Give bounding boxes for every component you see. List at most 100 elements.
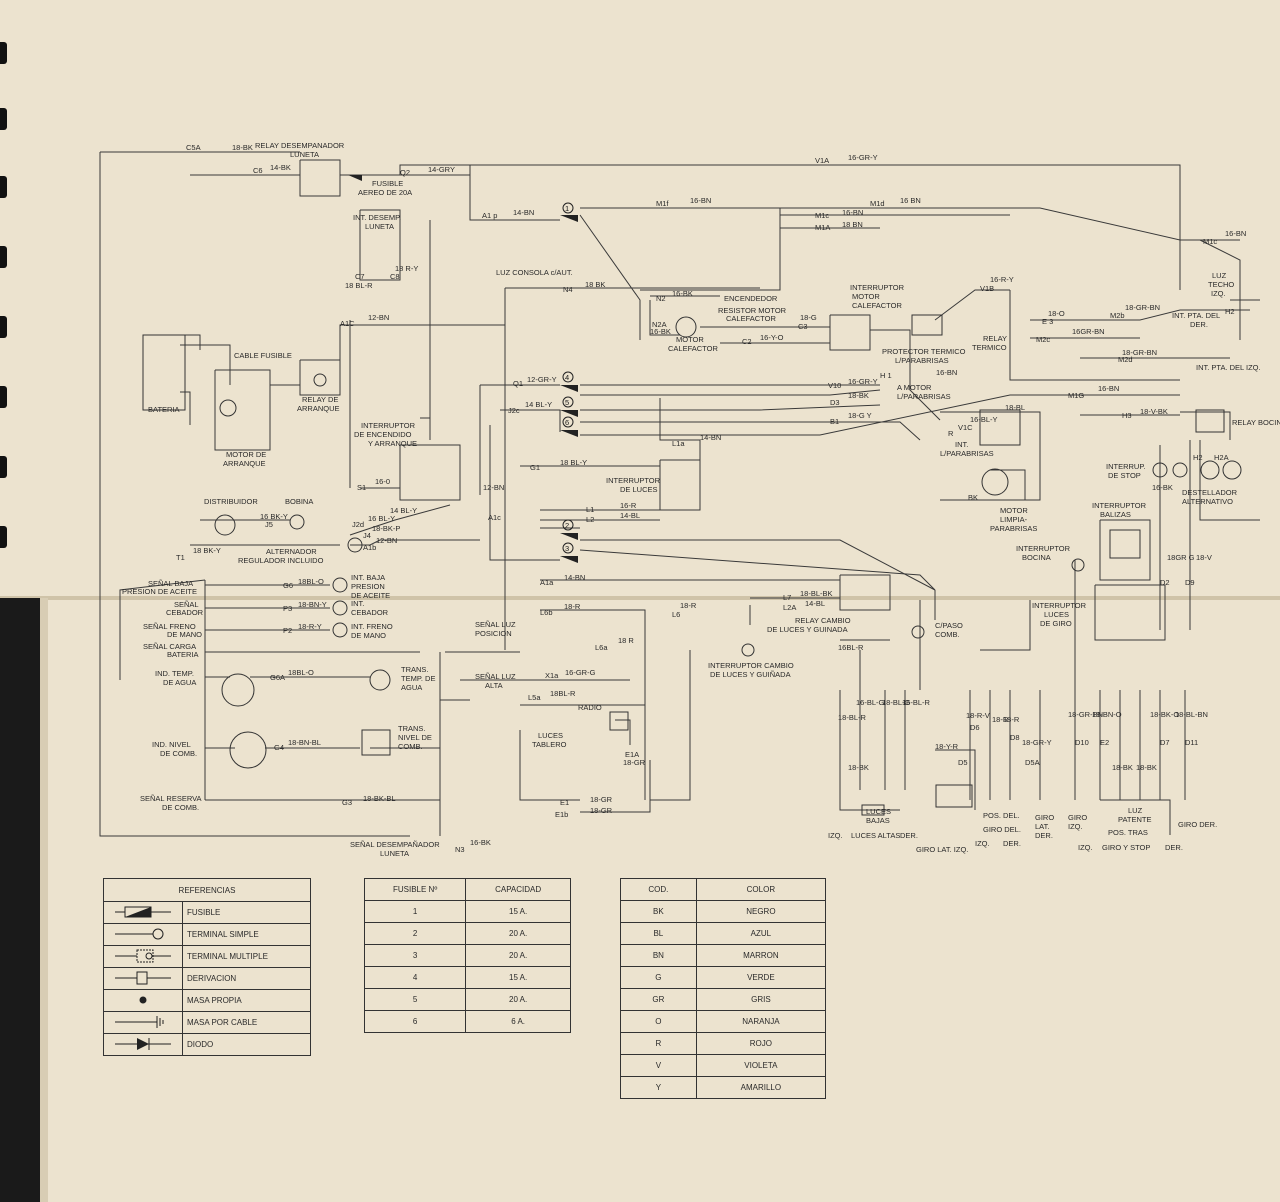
wire-label: N3 [455, 845, 465, 854]
wire-label: 18 R-Y [395, 264, 418, 273]
wire-label: L2 [586, 515, 594, 524]
wire-label: 14-BN [513, 208, 534, 217]
wire-label: 18-Y-R [935, 742, 959, 751]
component-label: RELAY [983, 334, 1007, 343]
component-label: C/PASO [935, 621, 963, 630]
wire-labels: C5A 18-BK C6 14-BK Q2 14-GRY V1A 16-GR-Y… [176, 143, 1246, 854]
component-label: BOCINA [1022, 553, 1051, 562]
component-label: TRANS. [401, 665, 429, 674]
wires [99, 151, 1260, 837]
wire-label: 18-V-BK [1140, 407, 1168, 416]
component-label: LIMPIA- [1000, 515, 1028, 524]
reference-label: MASA PROPIA [182, 989, 311, 1012]
wire-label: N4 [563, 285, 573, 294]
horn-icon [1222, 460, 1242, 480]
wire-label: 18 R [618, 636, 634, 645]
wire-label: 18-G [800, 313, 817, 322]
component-label: ARRANQUE [297, 404, 340, 413]
scan-background-strip [0, 598, 40, 1202]
wire-label: Q1 [513, 379, 523, 388]
component-label: TEMP. DE [401, 674, 435, 683]
component-label: BOBINA [285, 497, 313, 506]
component-label: INTERRUPTOR [850, 283, 905, 292]
component-label: COMB. [935, 630, 960, 639]
wire-label: D8 [1010, 733, 1020, 742]
component-label: PATENTE [1118, 815, 1151, 824]
reference-label: DIODO [182, 1033, 311, 1056]
wire-label: E 3 [1042, 317, 1053, 326]
fuse-number-cell: 3 [363, 944, 467, 967]
binder-hole [0, 42, 7, 64]
fuse-number: 1 [565, 204, 569, 213]
component-label: BAJAS [866, 816, 890, 825]
component-label: CALEFACTOR [852, 301, 902, 310]
wire-label: M2c [1036, 335, 1050, 344]
wire-label: 12-BN [376, 536, 397, 545]
binder-hole [0, 108, 7, 130]
wire-label: V1B [980, 284, 994, 293]
reference-label: TERMINAL SIMPLE [182, 923, 311, 946]
horn-relay-icon [1195, 409, 1225, 433]
component-label: GIRO LAT. IZQ. [916, 845, 968, 854]
wire-label: 18-R [992, 715, 1009, 724]
wire-label: M2d [1118, 355, 1133, 364]
binder-hole [0, 176, 7, 198]
component-label: SEÑAL BAJA [148, 579, 193, 588]
wire-label: 18BL-R [550, 689, 576, 698]
fuse-number: 5 [565, 398, 569, 407]
color-code-cell: BN [620, 944, 697, 967]
wire-label: D3 [830, 398, 840, 407]
wire-label: 18-BL-R [838, 713, 867, 722]
binder-hole [0, 316, 7, 338]
color-name-cell: AMARILLO [695, 1076, 827, 1099]
component-label: DE MANO [167, 630, 202, 639]
fuse-number-cell: 2 [363, 922, 467, 945]
wire-label: H2A [1214, 453, 1229, 462]
component-label: DER. [1165, 843, 1183, 852]
wire-label: 14-BN [700, 433, 721, 442]
wire-label: 14-BN [564, 573, 585, 582]
wire-label: T1 [176, 553, 185, 562]
wire-label: 16-BN [1098, 384, 1119, 393]
table-row: TERMINAL MULTIPLE [103, 945, 311, 968]
wire-label: V10 [828, 381, 841, 390]
wire-label: S1 [357, 483, 366, 492]
component-label: GIRO DER. [1178, 820, 1217, 829]
reference-label: FUSIBLE [182, 901, 311, 924]
page-edge [40, 598, 48, 1202]
component-label: PRESION DE ACEITE [122, 587, 197, 596]
wire-label: 18-GR-BN [1068, 710, 1103, 719]
wire-label: N2 [656, 294, 666, 303]
color-code-cell: R [620, 1032, 697, 1055]
component-label: RESISTOR MOTOR [718, 306, 787, 315]
oil-switch-icon [332, 577, 348, 593]
wire-label: 18-R [680, 601, 697, 610]
wire-label: L6a [595, 643, 608, 652]
component-label: DER. [1003, 839, 1021, 848]
component-label: POSICION [475, 629, 512, 638]
wire-label: Q2 [400, 168, 410, 177]
wire-label: 18-BN-Y [298, 600, 327, 609]
component-label: AGUA [401, 683, 422, 692]
cable-ground-icon [103, 1011, 183, 1034]
wire-label: D11 [1185, 738, 1198, 747]
fuse-capacity-cell: 20 A. [465, 988, 571, 1011]
fuse-number: 4 [565, 373, 569, 382]
component-label: GIRO DEL. [983, 825, 1021, 834]
wire-label: 14 BL-Y [390, 506, 417, 515]
wire-label: A1 p [482, 211, 497, 220]
wire-label: G6 [283, 581, 293, 590]
wire-label: X1a [545, 671, 559, 680]
component-label: REGULADOR INCLUIDO [238, 556, 324, 565]
wire-label: 18 BL-R [345, 281, 373, 290]
component-label: LUNETA [380, 849, 409, 858]
wire-label: J2c [508, 406, 520, 415]
wire-label: 18BL-O [298, 577, 324, 586]
component-label: INT. BAJA [351, 573, 385, 582]
color-name-cell: GRIS [695, 988, 827, 1011]
component-label: DE LUCES Y GUINADA [767, 625, 848, 634]
wire-label: 18 BK [585, 280, 605, 289]
